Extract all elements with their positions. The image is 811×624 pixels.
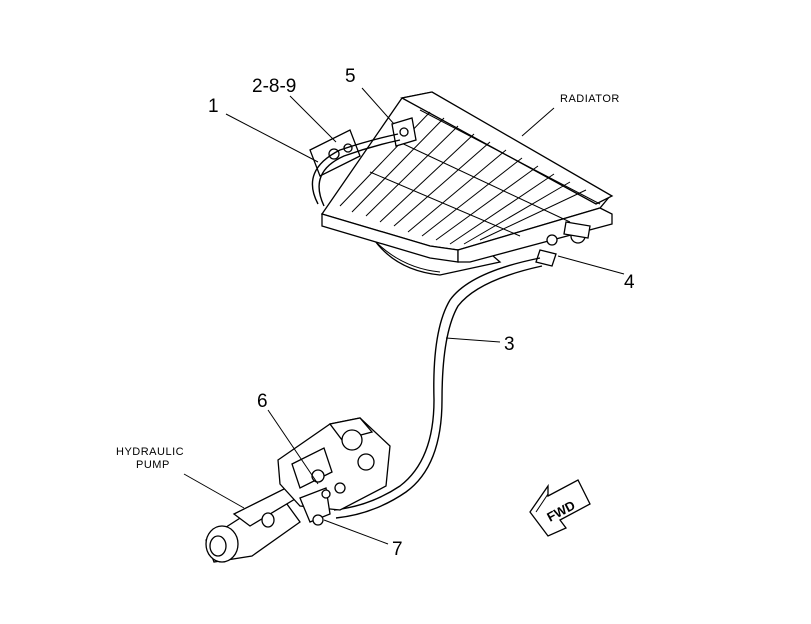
callout-5: 5 <box>345 66 356 87</box>
leader-lines <box>183 87 625 545</box>
forward-direction-arrow: FWD <box>529 479 591 537</box>
hydraulic-pump-label-line2: PUMP <box>136 459 170 471</box>
callout-3: 3 <box>504 334 515 355</box>
callout-1: 1 <box>208 96 219 117</box>
radiator-assembly <box>309 91 614 276</box>
radiator-label: RADIATOR <box>560 93 620 105</box>
callout-7: 7 <box>392 539 403 560</box>
hose-assemblies <box>311 133 543 519</box>
hydraulic-pump-label-line1: HYDRAULIC <box>116 446 184 458</box>
callout-6: 6 <box>257 391 268 412</box>
callout-4: 4 <box>624 272 635 293</box>
callout-2-8-9: 2-8-9 <box>252 76 296 97</box>
hydraulic-pump-assembly <box>205 417 391 563</box>
